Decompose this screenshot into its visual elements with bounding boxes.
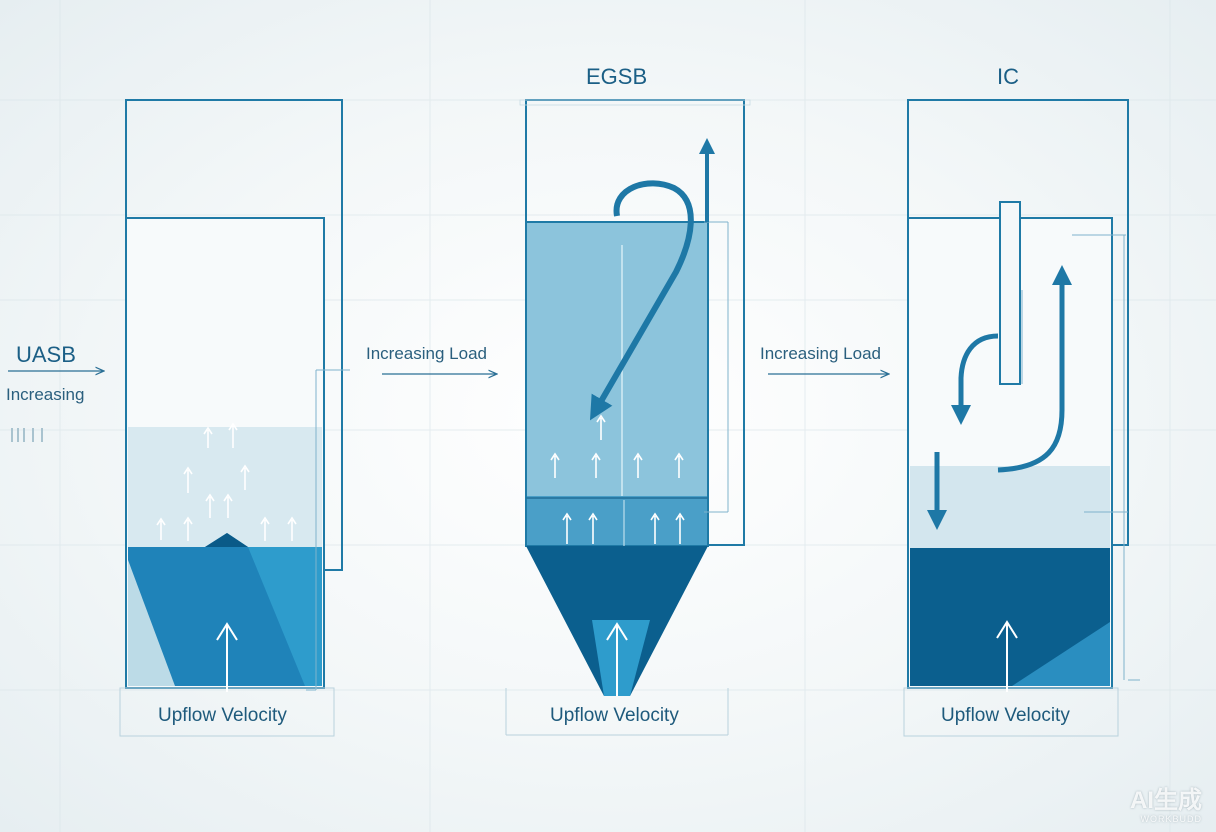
egsb-bubble-arrows bbox=[550, 414, 685, 544]
tick-marks bbox=[11, 428, 43, 442]
uasb-sludge-right bbox=[248, 547, 322, 686]
egsb-caption: Upflow Velocity bbox=[550, 705, 679, 726]
ic-title: IC bbox=[997, 64, 1019, 89]
watermark-main: AI生成 bbox=[1130, 787, 1202, 814]
uasb-reactor bbox=[119, 99, 350, 737]
egsb-reactor bbox=[505, 99, 751, 736]
watermark: AI生成 WORKBUDD bbox=[1130, 789, 1202, 824]
ic-caption: Upflow Velocity bbox=[941, 705, 1070, 726]
ic-riser-pipe bbox=[999, 201, 1021, 385]
egsb-recirculation-arrow bbox=[589, 180, 694, 421]
egsb-upflow-arrow bbox=[606, 622, 628, 696]
uasb-sludge-peak bbox=[205, 533, 248, 547]
egsb-dense-layer bbox=[526, 496, 708, 546]
middle-transition-label: Increasing Load bbox=[366, 344, 487, 363]
ic-downcomer-arrow bbox=[951, 333, 999, 425]
watermark-sub: WORKBUDD bbox=[1140, 814, 1202, 824]
transition-arrows bbox=[8, 371, 888, 374]
ic-sludge-lower bbox=[1012, 622, 1110, 686]
ic-upflow-arrow bbox=[996, 620, 1018, 692]
uasb-upflow-arrow bbox=[216, 622, 238, 692]
uasb-sludge-left bbox=[128, 560, 175, 686]
ic-liquid-zone bbox=[910, 466, 1110, 549]
egsb-title: EGSB bbox=[586, 64, 648, 89]
right-transition-label: Increasing Load bbox=[760, 344, 881, 363]
left-transition-label: Increasing bbox=[6, 385, 85, 404]
uasb-liquid-zone bbox=[128, 427, 322, 547]
ic-caption-box bbox=[903, 687, 1119, 737]
uasb-caption: Upflow Velocity bbox=[158, 705, 287, 726]
uasb-title: UASB bbox=[16, 342, 76, 367]
uasb-bubble-arrows bbox=[156, 422, 297, 541]
ic-reactor bbox=[903, 99, 1140, 737]
ic-riser-arrow bbox=[997, 265, 1072, 473]
